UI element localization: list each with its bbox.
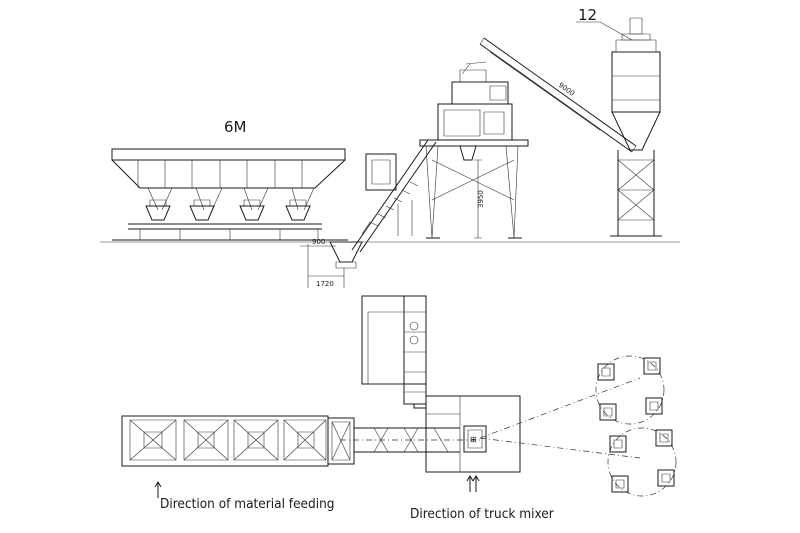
center-lines <box>340 377 641 459</box>
dim-discharge-height: 3950 <box>477 190 485 208</box>
plan-upper-conveyor <box>361 295 427 409</box>
material-arrow-icon <box>154 481 162 498</box>
truck-mixer-lower <box>607 427 677 497</box>
plan-mixer-building: ⊞ <box>425 395 521 473</box>
plan-aggregate-bins <box>121 415 329 467</box>
truck-mixer-caption: Direction of truck mixer <box>410 506 554 522</box>
truck-mixer-upper <box>595 355 665 425</box>
inclined-belt-conveyor <box>351 139 437 253</box>
aggregate-batcher: 6M <box>111 118 348 241</box>
elevation-view: 6M 900 1720 <box>100 6 680 288</box>
mixer-platform: 3950 <box>419 61 529 239</box>
plan-view: ⊞ <box>121 295 677 498</box>
material-feeding-caption: Direction of material feeding <box>160 496 335 512</box>
dim-hopper-spacing: 1720 <box>316 280 334 288</box>
callout-number: 12 <box>578 6 597 24</box>
plan-belt-conveyor <box>327 417 460 465</box>
truck-arrow-icon <box>466 475 480 492</box>
dim-conveyor-length: 9000 <box>557 81 576 98</box>
module-count-label: 6M <box>224 118 247 136</box>
cement-silo: 12 <box>576 6 662 237</box>
mixer-mark: ⊞ <box>470 435 477 444</box>
screw-conveyor: 9000 <box>479 37 637 153</box>
receiving-hopper: 900 1720 <box>300 238 363 288</box>
